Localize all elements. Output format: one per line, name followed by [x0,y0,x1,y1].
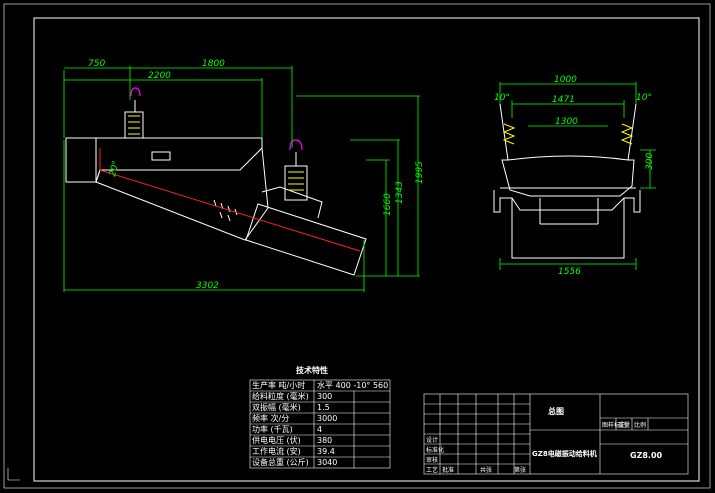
title-block-cell: 共张 [480,466,492,474]
title-block [423,393,689,475]
dim-1660: 1660 [383,193,393,216]
spec-row-label: 给料粒度 (毫米) [252,391,309,401]
dim-10deg-right: 10° [636,93,652,103]
title-block-cell: 第张 [514,466,526,474]
dim-3302: 3302 [196,281,219,291]
dim-1471: 1471 [552,95,575,105]
spec-row-value: 300 [317,392,332,401]
spec-row-label: 生产率 吨/小时 [252,380,305,390]
dim-20deg: 20° [108,160,122,178]
title-block-cell: 审核 [426,456,438,464]
spec-row-label: 设备总重 (公斤) [252,457,309,467]
spec-row-value: 3040 [317,458,337,467]
dim-1300: 1300 [555,117,578,127]
dim-750: 750 [88,59,105,69]
title-product: GZ8电磁振动给料机 [532,449,597,458]
title-block-cell: 工艺 [426,466,438,474]
title-assembly: 总图 [548,406,564,416]
dim-1000: 1000 [554,75,577,85]
spec-table [249,379,391,469]
dim-1800: 1800 [202,59,225,69]
spec-row-label: 频率 次/分 [252,413,289,423]
title-block-cells: 图样标记重量比例设计标准化审核工艺批准 共张 第张 [426,421,646,474]
title-code: GZ8.00 [630,451,663,460]
side-view [63,66,420,292]
spec-row-label: 双振幅 (毫米) [252,402,301,412]
end-view [493,82,656,270]
dim-1556: 1556 [558,267,581,277]
spec-row-label: 功率 (千瓦) [252,424,293,434]
title-block-cell: 重量 [618,421,630,429]
spec-row-label: 供电电压 (伏) [252,435,301,445]
title-block-cell: 图样标记 [602,421,626,429]
dim-10deg-left: 10° [494,93,510,103]
dim-2200: 2200 [148,71,171,81]
spec-row-value: 水平 400 -10° 560 [317,380,388,390]
spec-row-value: 380 [317,436,332,445]
spec-table-title: 技术特性 [296,365,328,375]
spec-row-value: 1.5 [317,403,330,412]
spec-row-label: 工作电流 (安) [252,446,301,456]
ucs-icon [7,468,20,481]
dim-300: 300 [645,153,655,170]
dim-1343: 1343 [395,181,405,204]
title-block-cell: 比例 [634,421,646,429]
outer-border [3,3,711,489]
title-block-cell: 标准化 [426,446,444,454]
spec-table-rows: 生产率 吨/小时 水平 400 -10° 560 给料粒度 (毫米) 300 双振幅 (… [252,380,388,467]
spec-row-value: 4 [317,425,322,434]
spec-row-value: 39.4 [317,447,335,456]
spec-row-value: 3000 [317,414,337,423]
dim-1995: 1995 [415,161,425,184]
title-block-cell: 设计 [426,436,438,444]
inner-border [33,17,700,482]
title-block-cell: 批准 [442,466,454,474]
